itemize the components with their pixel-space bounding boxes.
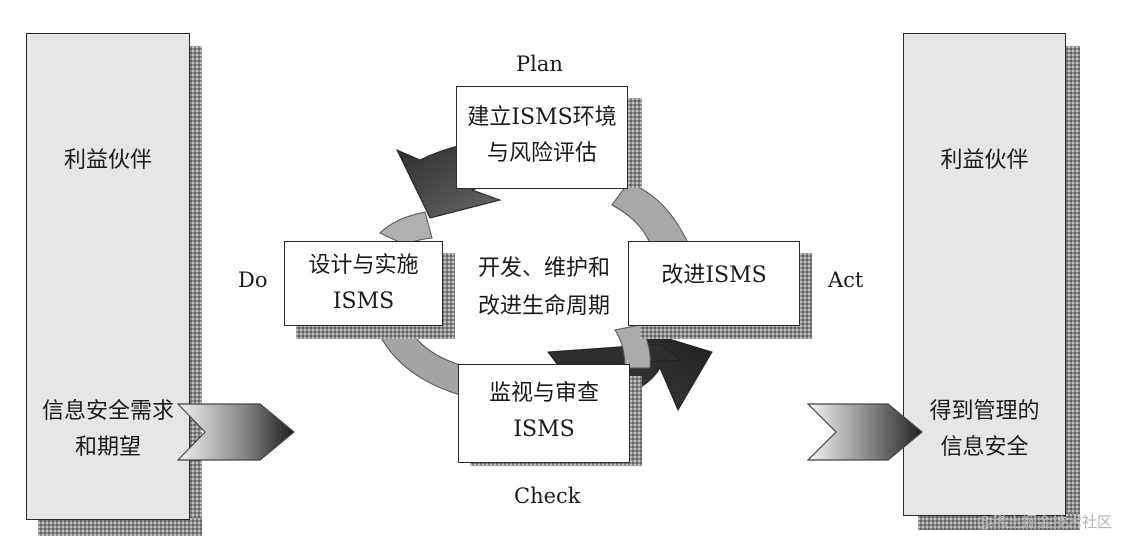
arrow-check-to-act (621, 329, 713, 412)
center-line-1: 开发、维护和 (477, 256, 610, 281)
right-panel-shadow (1064, 46, 1080, 530)
left-stakeholder-panel (26, 33, 190, 520)
do-box: 设计与实施 ISMS (284, 241, 443, 326)
do-box-line-2: ISMS (332, 289, 395, 314)
input-line-2: 和期望 (74, 435, 141, 460)
phase-act-label: Act (828, 268, 864, 292)
plan-box: 建立ISMS环境 与风险评估 (456, 86, 628, 189)
output-line-2: 信息安全 (940, 435, 1029, 460)
output-line-1: 得到管理的 (929, 399, 1040, 424)
output-chevron (806, 403, 923, 461)
center-lifecycle-text: 开发、维护和 改进生命周期 (462, 250, 626, 326)
input-requirements-label: 信息安全需求 和期望 (26, 394, 190, 466)
do-box-line-1: 设计与实施 (308, 253, 419, 278)
output-managed-security-label: 得到管理的 信息安全 (903, 394, 1066, 466)
input-chevron (176, 403, 295, 461)
watermark-text: @稀土掘金技术社区 (976, 513, 1112, 531)
act-box-line-1: 改进ISMS (661, 263, 767, 288)
act-box: 改进ISMS (628, 241, 800, 326)
right-stakeholder-panel (903, 33, 1066, 516)
right-stakeholder-label: 利益伙伴 (940, 148, 1029, 173)
phase-check-label: Check (514, 484, 581, 508)
check-box: 监视与审查 ISMS (458, 364, 630, 463)
plan-box-line-2: 与风险评估 (486, 141, 597, 166)
arc-plan-to-act (611, 182, 689, 244)
phase-do-label: Do (238, 268, 268, 292)
check-box-line-2: ISMS (513, 417, 575, 442)
left-stakeholder-label: 利益伙伴 (63, 148, 152, 173)
input-line-1: 信息安全需求 (41, 399, 174, 424)
center-line-2: 改进生命周期 (477, 294, 610, 319)
plan-box-line-1: 建立ISMS环境 (467, 105, 617, 130)
left-panel-shadow-bottom (38, 518, 202, 536)
phase-plan-label: Plan (516, 52, 563, 76)
check-box-line-1: 监视与审查 (488, 381, 599, 406)
right-panel-shadow-bottom (918, 514, 1080, 530)
